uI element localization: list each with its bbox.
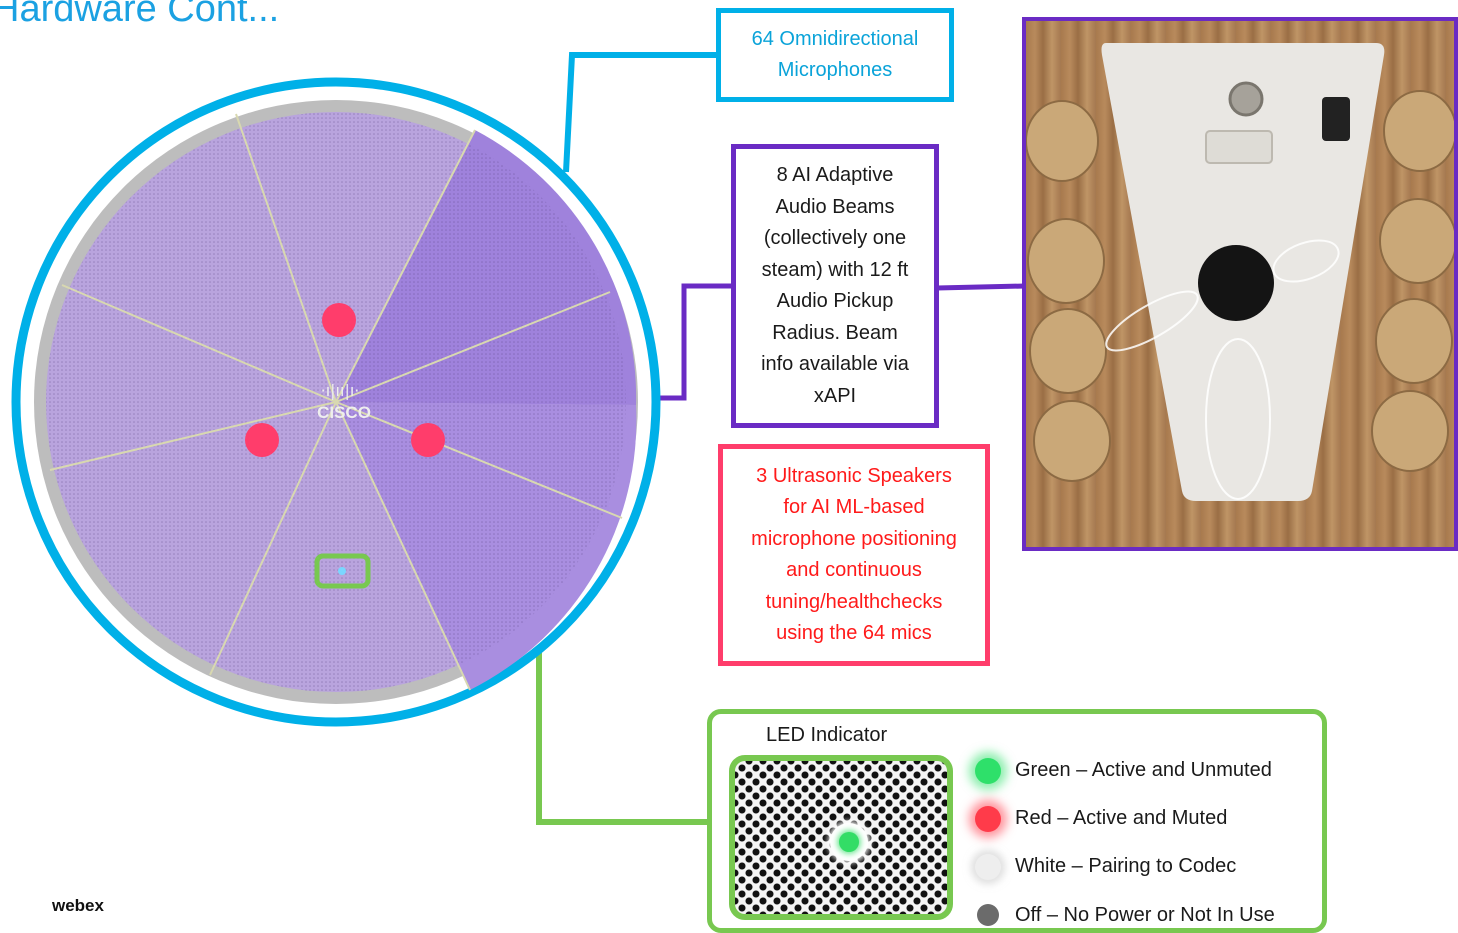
photo-connector-line xyxy=(936,283,1026,291)
beam-ellipse xyxy=(1105,290,1199,352)
callout-line: and continuous xyxy=(786,559,922,581)
cisco-logo-text: CISCO xyxy=(317,403,371,422)
table-tray xyxy=(1205,130,1273,164)
chair xyxy=(1026,90,1454,482)
white-led-dot xyxy=(975,854,1001,880)
speaker-dot xyxy=(411,423,445,457)
legend-label-off: Off – No Power or Not In Use xyxy=(1015,904,1275,926)
room-illustration xyxy=(1026,43,1454,501)
table-speaker xyxy=(1228,81,1264,117)
microphones-callout: 64 Omnidirectional Microphones xyxy=(716,8,954,102)
webex-logo: webex xyxy=(52,896,104,915)
callout-line: 64 Omnidirectional xyxy=(751,27,919,50)
speaker-dot xyxy=(245,423,279,457)
speaker-dot xyxy=(322,303,356,337)
table-remote xyxy=(1322,97,1350,141)
led-panel-title: LED Indicator xyxy=(766,724,888,746)
callout-line: Audio Pickup xyxy=(776,290,894,312)
page-title: Hardware Cont... xyxy=(0,0,280,30)
audio-beams-callout: 8 AI Adaptive Audio Beams (collectively … xyxy=(731,144,939,428)
off-led-dot xyxy=(977,904,999,926)
legend-label-green: Green – Active and Unmuted xyxy=(1015,759,1272,781)
callout-line: using the 64 mics xyxy=(776,622,932,644)
callout-line: Microphones xyxy=(777,59,893,81)
led-green-dot xyxy=(839,832,859,852)
callout-line: Radius. Beam xyxy=(772,321,898,344)
led-indicator-highlight xyxy=(314,553,371,589)
callout-line: tuning/healthchecks xyxy=(765,590,943,613)
callout-line: xAPI xyxy=(813,384,857,407)
callout-line: 8 AI Adaptive xyxy=(776,164,894,186)
mic-connector-line xyxy=(563,52,718,173)
callout-line: Audio Beams xyxy=(775,195,895,218)
cisco-logo-bars: ·ı|ıı|ı· xyxy=(321,381,360,400)
legend-label-red: Red – Active and Muted xyxy=(1015,807,1228,829)
led-indicator-panel: LED Indicator Green – Active and Unmuted… xyxy=(707,709,1327,933)
room-device-puck xyxy=(1198,245,1274,321)
green-led-dot xyxy=(975,758,1001,784)
speakers-callout: 3 Ultrasonic Speakers for AI ML-based mi… xyxy=(718,444,990,666)
red-led-dot xyxy=(975,806,1001,832)
callout-line: microphone positioning xyxy=(751,527,957,550)
callout-line: 3 Ultrasonic Speakers xyxy=(756,464,952,487)
led-indicator-light xyxy=(338,567,346,575)
beam-dividers xyxy=(49,113,623,691)
led-grill-closeup xyxy=(729,755,953,920)
legend-label-white: White – Pairing to Codec xyxy=(1015,855,1237,877)
callout-line: steam) with 12 ft xyxy=(761,258,909,281)
led-ring xyxy=(830,823,868,861)
callout-line: for AI ML-based xyxy=(783,496,925,518)
room-photo xyxy=(1022,17,1458,551)
beam-ellipse xyxy=(1272,239,1340,283)
callout-line: info available via xyxy=(761,353,909,375)
callout-line: (collectively one xyxy=(763,227,907,249)
beam-ellipse xyxy=(1205,338,1271,500)
